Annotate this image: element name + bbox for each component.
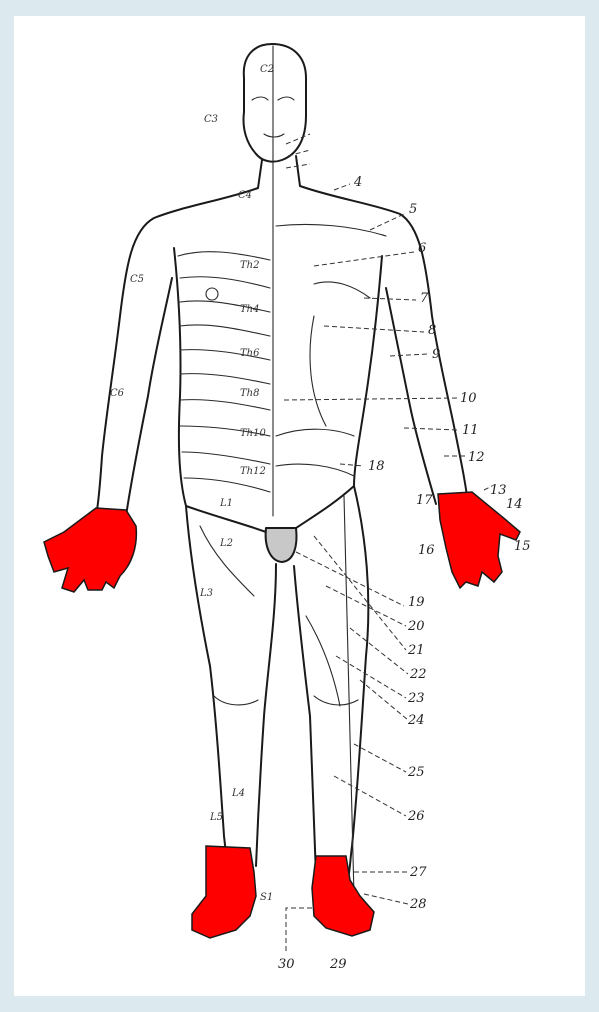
segment-mark: C3 [204,114,218,125]
left-hand-zone [44,508,136,592]
right-foot-zone [312,856,374,936]
dermatome-body-diagram: C2 C3 C4 C5 C6 Th2 Th4 Th6 Th8 Th10 Th12… [14,16,585,996]
label-19: 19 [408,595,425,610]
label-5: 5 [409,202,417,217]
label-28: 28 [409,897,427,912]
label-25: 25 [407,765,425,780]
segment-mark: L1 [219,498,233,509]
label-27: 27 [409,865,427,880]
label-29: 29 [329,957,347,972]
segment-mark: Th2 [240,260,259,271]
segment-mark: C2 [260,64,274,75]
segment-mark: Th12 [240,466,266,477]
left-foot-zone [192,846,256,938]
segment-mark: Th6 [240,348,260,359]
label-15: 15 [514,539,531,554]
segment-mark: Th8 [240,388,259,399]
label-18: 18 [368,459,385,474]
label-30: 30 [278,957,295,972]
segment-mark: Th4 [240,304,259,315]
label-21: 21 [407,643,425,658]
segment-mark: L5 [209,812,223,823]
label-16: 16 [418,543,435,558]
label-26: 26 [407,809,425,824]
label-13: 13 [490,483,507,498]
label-4: 4 [353,175,362,190]
label-11: 11 [462,423,479,438]
leg-midline [344,496,354,896]
segment-mark: C6 [110,388,125,399]
label-6: 6 [418,241,426,256]
label-7: 7 [420,291,429,306]
label-22: 22 [409,667,427,682]
label-23: 23 [407,691,425,706]
label-12: 12 [468,450,485,465]
label-9: 9 [432,347,440,362]
label-14: 14 [506,497,523,512]
label-20: 20 [407,619,425,634]
label-17: 17 [416,493,433,508]
segment-marks: C2 C3 C4 C5 C6 Th2 Th4 Th6 Th8 Th10 Th12… [110,64,274,903]
segment-mark: S1 [260,892,273,903]
segment-mark: L2 [219,538,233,549]
segment-mark: C4 [238,190,252,201]
diagram-panel: C2 C3 C4 C5 C6 Th2 Th4 Th6 Th8 Th10 Th12… [14,16,585,996]
segment-mark: L3 [199,588,213,599]
segment-mark: Th10 [240,428,266,439]
segment-mark: L4 [231,788,245,799]
segment-mark: C5 [130,274,144,285]
label-8: 8 [428,323,436,338]
label-10: 10 [460,391,477,406]
label-24: 24 [407,713,425,728]
